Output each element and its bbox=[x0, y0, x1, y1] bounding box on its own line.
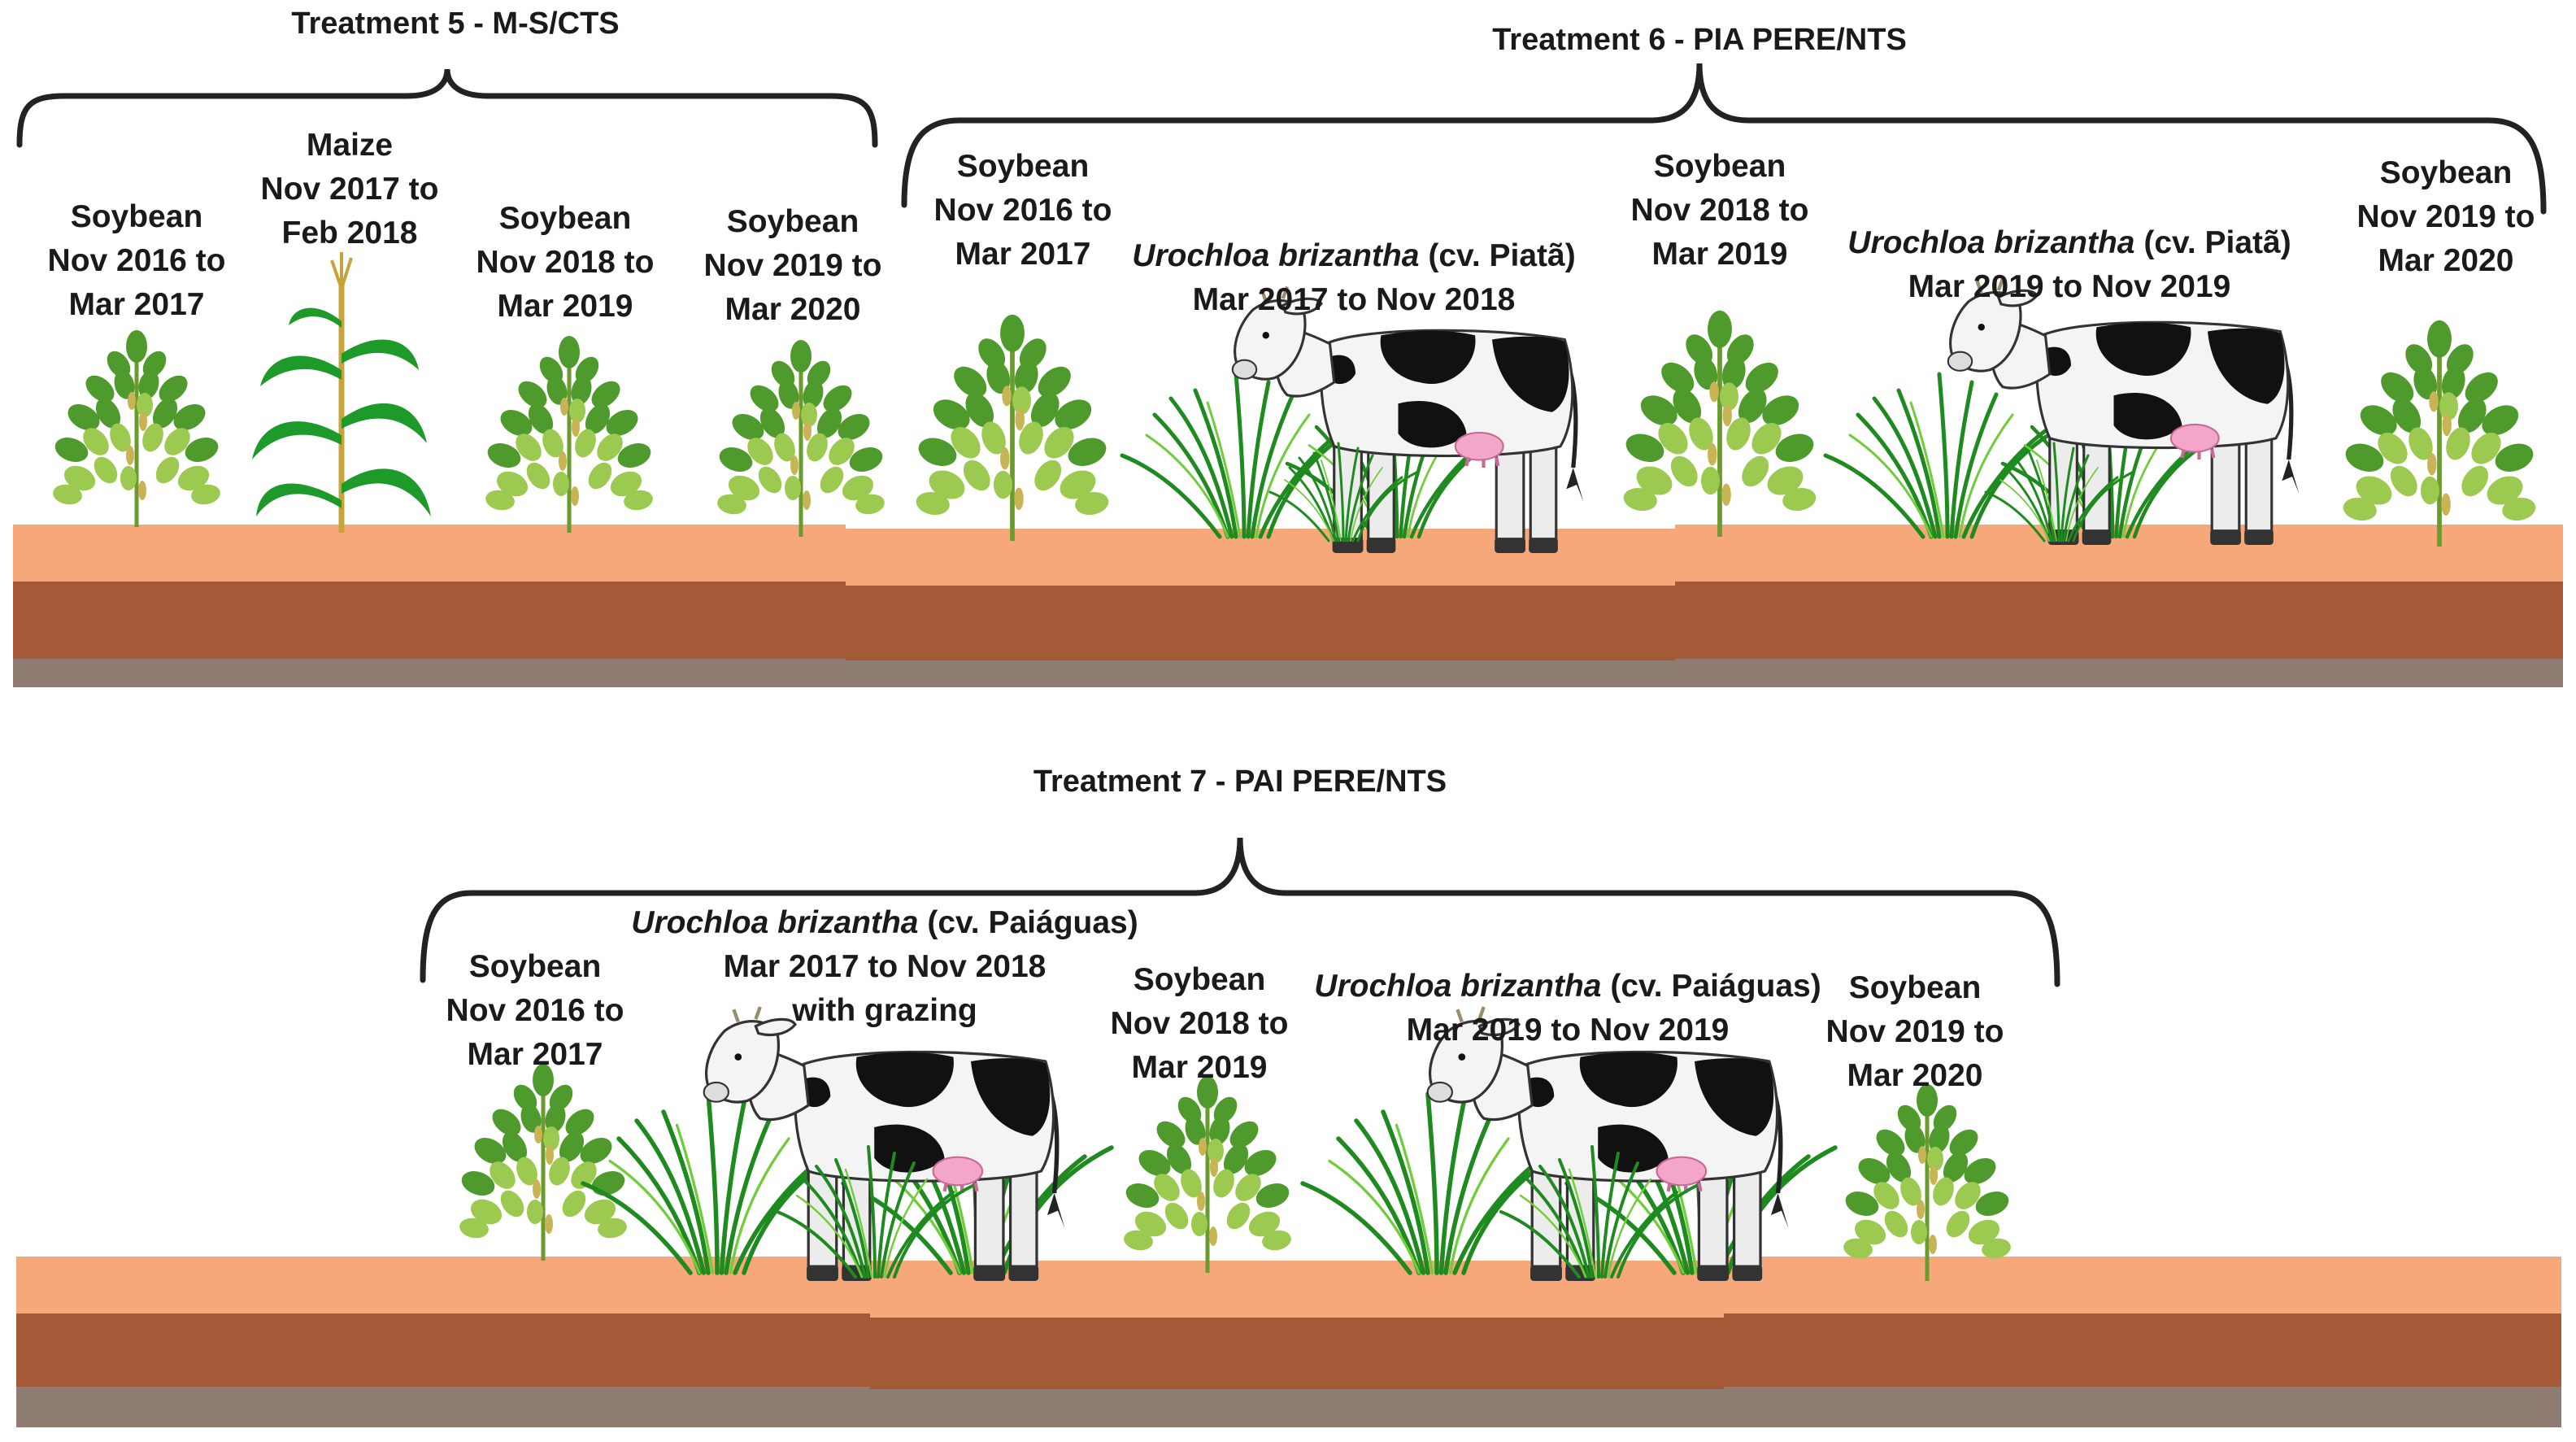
t7-phase-5-label: Soybean Nov 2019 to Mar 2020 bbox=[1825, 970, 2004, 1093]
soybean-plant-t5-3 bbox=[484, 336, 655, 533]
cow-t6-2 bbox=[1948, 278, 2300, 545]
t6-phase-3-label: Soybean Nov 2018 to Mar 2019 bbox=[1630, 149, 1809, 272]
soybean-plant-t5-1 bbox=[51, 330, 222, 527]
soybean-plant-t6-1 bbox=[914, 315, 1110, 541]
soybean-plant-t7-3 bbox=[1122, 1076, 1293, 1273]
t7-phase-2-label: Urochloa brizantha (cv. Paiáguas) Mar 20… bbox=[631, 905, 1138, 1028]
treatment-5-title: Treatment 5 - M-S/CTS bbox=[291, 7, 620, 41]
treatment-6-title: Treatment 6 - PIA PERE/NTS bbox=[1492, 23, 1907, 57]
soybean-plant-t7-1 bbox=[458, 1064, 629, 1261]
soybean-plant-t6-3 bbox=[1621, 311, 1817, 537]
soybean-plant-t7-5 bbox=[1842, 1084, 2012, 1281]
soil-band-bottom bbox=[16, 1257, 2561, 1427]
soil-band-top bbox=[13, 525, 2563, 687]
soybean-plant-t6-5 bbox=[2341, 320, 2537, 547]
t6-phase-5-label: Soybean Nov 2019 to Mar 2020 bbox=[2356, 155, 2535, 278]
brace-treatment-6 bbox=[901, 63, 2547, 215]
soybean-plant-t5-4 bbox=[716, 340, 886, 537]
t6-phase-1-label: Soybean Nov 2016 to Mar 2017 bbox=[933, 149, 1112, 272]
maize-plant-t5 bbox=[252, 252, 431, 533]
t7-phase-1-label: Soybean Nov 2016 to Mar 2017 bbox=[446, 949, 624, 1072]
t6-phase-2-label: Urochloa brizantha (cv. Piatã) Mar 2017 … bbox=[1132, 238, 1576, 317]
t7-phase-4-label: Urochloa brizantha (cv. Paiáguas) Mar 20… bbox=[1314, 969, 1821, 1048]
t5-phase-4-label: Soybean Nov 2019 to Mar 2020 bbox=[703, 204, 882, 327]
treatment-7-title: Treatment 7 - PAI PERE/NTS bbox=[1033, 765, 1447, 799]
brace-treatment-7 bbox=[420, 837, 2060, 987]
t7-phase-3-label: Soybean Nov 2018 to Mar 2019 bbox=[1110, 962, 1289, 1085]
t5-phase-1-label: Soybean Nov 2016 to Mar 2017 bbox=[47, 199, 226, 322]
brace-treatment-5 bbox=[16, 68, 878, 148]
t5-phase-3-label: Soybean Nov 2018 to Mar 2019 bbox=[476, 201, 655, 324]
t5-phase-2-label: Maize Nov 2017 to Feb 2018 bbox=[260, 128, 439, 250]
t6-phase-4-label: Urochloa brizantha (cv. Piatã) Mar 2019 … bbox=[1847, 225, 2291, 304]
